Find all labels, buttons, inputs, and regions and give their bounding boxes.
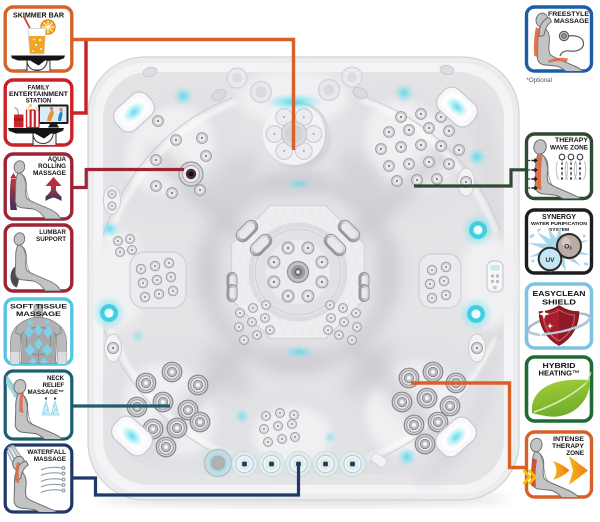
svg-text:MASSAGE: MASSAGE	[34, 456, 67, 463]
svg-text:LUMBAR: LUMBAR	[39, 229, 66, 236]
svg-text:MASSAGE: MASSAGE	[33, 170, 66, 177]
svg-text:WATER PURIFICATION: WATER PURIFICATION	[531, 221, 587, 227]
svg-text:SHIELD: SHIELD	[542, 298, 577, 307]
svg-text:THERAPY: THERAPY	[552, 443, 585, 450]
svg-text:*Optional: *Optional	[527, 77, 552, 84]
svg-text:HYBRID: HYBRID	[543, 361, 576, 370]
svg-text:MASSAGE™: MASSAGE™	[28, 389, 64, 396]
svg-text:SKIMMER BAR: SKIMMER BAR	[13, 13, 64, 20]
svg-text:ROLLING: ROLLING	[38, 163, 66, 170]
svg-text:WATERFALL: WATERFALL	[27, 449, 66, 456]
svg-text:HEATING™: HEATING™	[539, 369, 580, 378]
svg-text:THERAPY: THERAPY	[555, 137, 589, 144]
svg-text:AQUA: AQUA	[48, 156, 67, 163]
svg-text:SYNERGY: SYNERGY	[542, 212, 576, 221]
svg-text:ZONE: ZONE	[566, 450, 584, 457]
svg-text:NECK: NECK	[47, 376, 65, 382]
svg-text:FREESTYLE: FREESTYLE	[548, 11, 590, 18]
svg-text:ENTERTAINMENT: ENTERTAINMENT	[9, 92, 68, 98]
svg-text:STATION: STATION	[26, 99, 51, 105]
svg-text:EASYCLEAN: EASYCLEAN	[533, 289, 586, 298]
svg-text:WAVE ZONE: WAVE ZONE	[550, 145, 589, 152]
svg-text:FAMILY: FAMILY	[28, 86, 49, 92]
svg-text:INTENSE: INTENSE	[553, 436, 585, 443]
svg-text:SUPPORT: SUPPORT	[36, 236, 66, 243]
svg-text:UV: UV	[545, 257, 555, 264]
svg-text:MASSAGE: MASSAGE	[16, 311, 62, 318]
svg-text:MASSAGE: MASSAGE	[554, 18, 590, 25]
svg-text:O3: O3	[564, 244, 572, 251]
svg-text:SOFT TISSUE: SOFT TISSUE	[10, 304, 68, 311]
svg-text:RELIEF: RELIEF	[43, 383, 65, 389]
